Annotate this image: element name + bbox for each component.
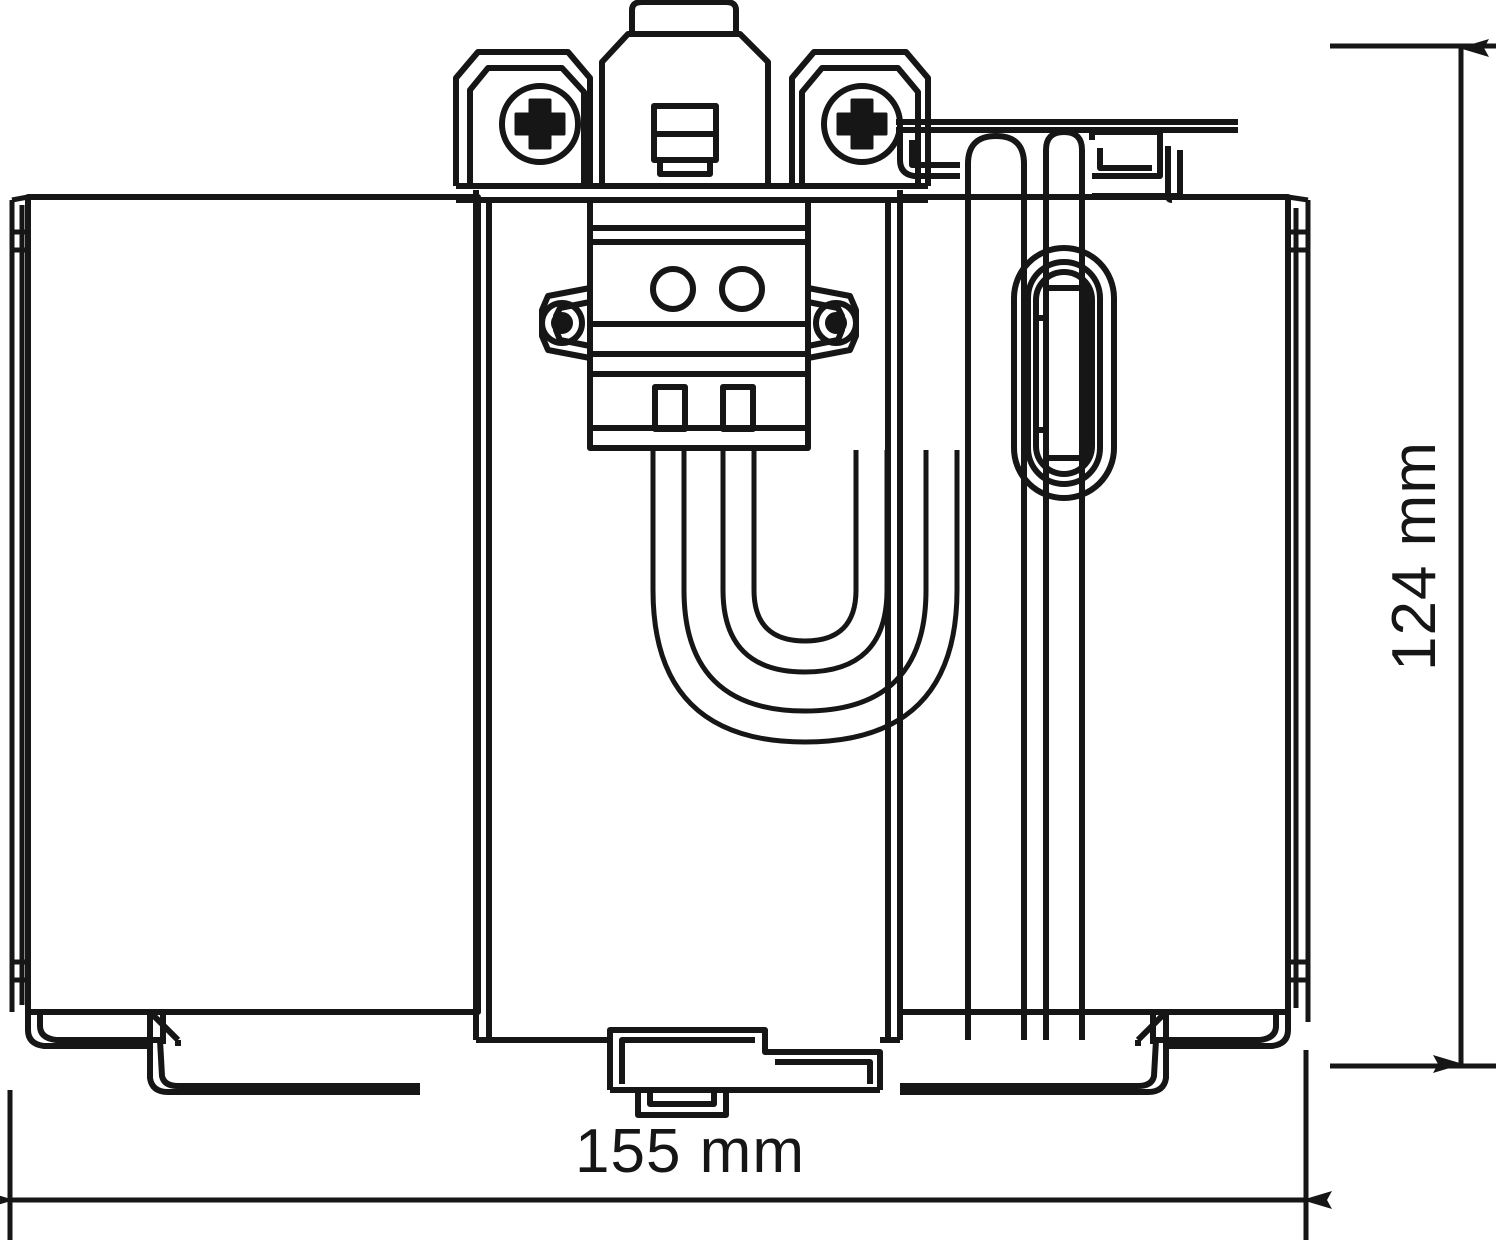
mounting-ear-left — [539, 285, 591, 361]
height-dimension: 124 mm — [1330, 38, 1496, 1073]
vertical-cable-pair — [965, 129, 1085, 1040]
phillips-screw-left — [499, 83, 581, 165]
valve-body — [587, 200, 811, 451]
height-dimension-label: 124 mm — [1380, 441, 1449, 671]
component-outline-group — [9, 0, 1311, 1118]
width-dimension-label: 155 mm — [575, 1117, 805, 1186]
bottom-mounting-tab — [607, 1027, 883, 1118]
top-mounting-bracket — [453, 49, 931, 203]
right-side-rail — [1287, 194, 1311, 1022]
cable-clamp — [1011, 245, 1117, 501]
phillips-screw-right — [821, 83, 903, 165]
top-connector-housing — [599, 0, 771, 186]
u-tube-loop — [650, 450, 960, 745]
base-skirt — [25, 1009, 1291, 1095]
left-side-rail — [9, 194, 29, 1012]
width-dimension: 155 mm — [0, 1050, 1332, 1240]
mounting-ear-right — [807, 285, 859, 361]
center-panel — [473, 190, 903, 1040]
